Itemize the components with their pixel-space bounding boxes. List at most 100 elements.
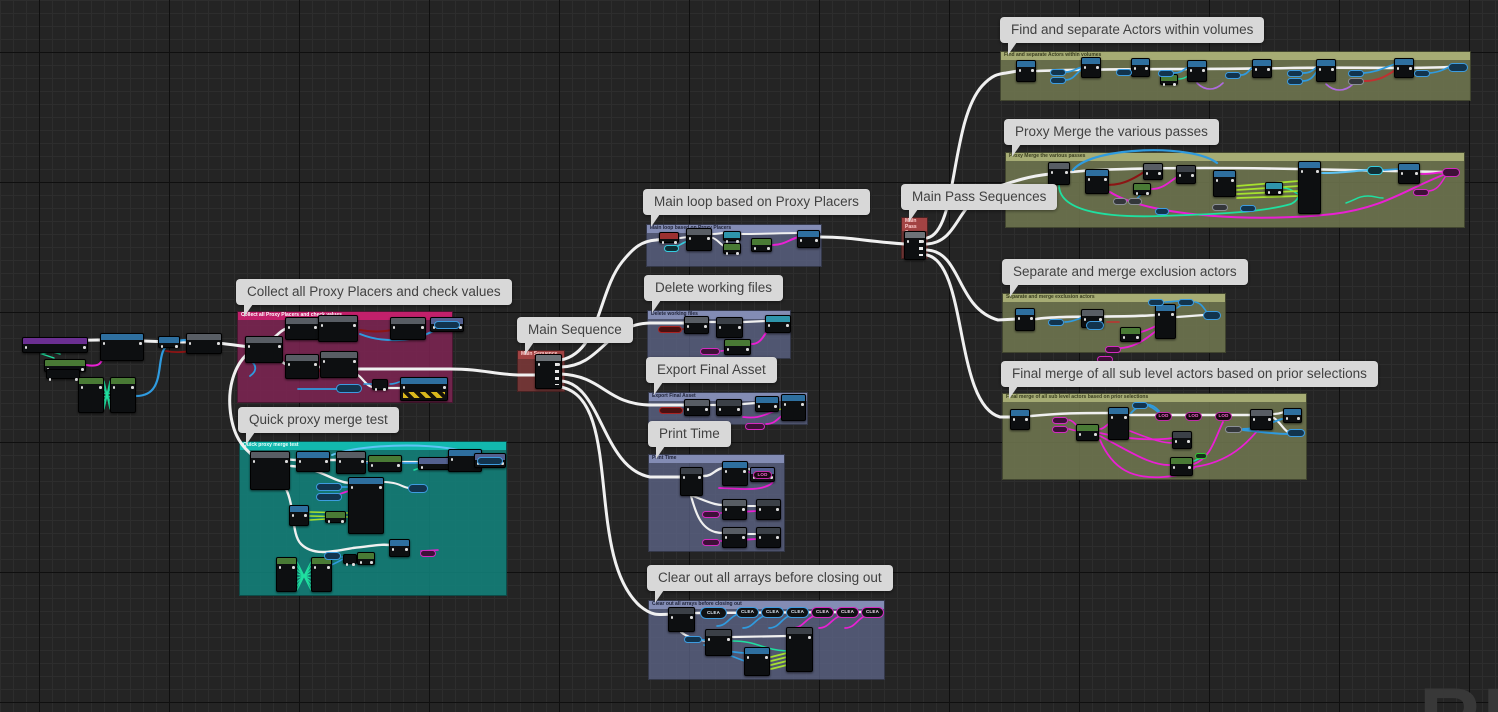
data-wire[interactable] [1236,195,1300,199]
variable-pill-node[interactable] [1195,453,1207,459]
graph-node[interactable] [659,232,679,244]
data-wire[interactable] [1242,429,1289,435]
graph-node[interactable] [285,354,319,379]
graph-node[interactable] [276,557,297,592]
exec-wire[interactable] [691,494,725,507]
data-wire[interactable] [770,652,788,658]
variable-pill-node[interactable] [702,511,720,518]
exec-wire[interactable] [741,232,799,235]
variable-pill-node[interactable] [1052,426,1068,433]
graph-node[interactable] [722,461,748,486]
comment-bubble-print-time[interactable]: Print Time [648,421,731,459]
data-wire[interactable] [1065,66,1083,73]
comment-bubble-quick-proxy-merge[interactable]: Quick proxy merge test [238,407,399,445]
graph-node[interactable] [1398,163,1420,184]
graph-node[interactable] [357,552,375,565]
graph-node[interactable] [343,554,357,566]
data-wire[interactable] [1071,149,1219,172]
variable-pill-node[interactable] [658,326,682,333]
exec-wire[interactable] [1175,313,1206,319]
exec-wire[interactable] [742,319,768,324]
graph-node[interactable] [368,455,402,472]
variable-pill-node[interactable] [1203,311,1221,320]
exec-wire[interactable] [559,385,674,617]
graph-node[interactable] [1394,58,1414,78]
graph-node[interactable] [716,399,742,416]
graph-node[interactable] [1048,162,1070,185]
variable-pill-node[interactable] [1442,168,1460,177]
variable-pill-node[interactable] [1287,70,1303,77]
data-wire[interactable] [732,640,788,652]
graph-node[interactable] [724,339,751,355]
variable-pill-node[interactable] [1225,72,1241,79]
comment-bubble-main-pass-sequences[interactable]: Main Pass Sequences [901,184,1058,222]
graph-node[interactable] [744,647,770,676]
variable-pill-node[interactable] [1116,69,1132,76]
comment-bubble-clear-arrays[interactable]: Clear out all arrays before closing out [647,565,893,603]
graph-node[interactable] [722,499,747,520]
variable-pill-node[interactable]: CLEA [811,607,834,618]
variable-pill-node[interactable] [1367,166,1383,175]
data-wire[interactable] [1325,83,1354,91]
comment-bubble-main-loop[interactable]: Main loop based on Proxy Placers [643,189,870,227]
variable-pill-node[interactable] [1178,299,1194,306]
variable-pill-node[interactable] [336,384,362,393]
node-pins[interactable] [919,240,923,256]
graph-node[interactable] [680,467,703,496]
graph-node[interactable] [1131,58,1150,77]
data-wire[interactable] [1429,66,1450,74]
exec-wire[interactable] [689,494,725,535]
graph-node[interactable] [22,337,88,353]
graph-node[interactable] [325,511,346,523]
variable-pill-node[interactable] [1132,402,1148,409]
graph-node[interactable] [1172,431,1192,449]
variable-pill-node[interactable] [420,550,436,557]
graph-node[interactable] [285,317,319,340]
data-wire[interactable] [1194,301,1207,312]
graph-node[interactable] [245,336,283,363]
data-wire[interactable] [1164,300,1180,303]
graph-node[interactable] [1265,182,1283,195]
graph-node[interactable] [100,333,144,361]
graph-node[interactable] [786,627,813,672]
variable-pill-node[interactable] [1414,70,1430,77]
variable-pill-node[interactable] [324,552,341,560]
variable-pill-node[interactable] [1413,189,1429,196]
graph-node[interactable] [390,317,426,340]
graph-node[interactable] [1252,59,1272,78]
graph-node[interactable] [1015,308,1035,331]
graph-node[interactable] [755,396,779,412]
data-wire[interactable] [1363,68,1398,82]
variable-pill-node[interactable] [702,539,720,546]
graph-node[interactable] [311,557,332,592]
graph-node[interactable] [78,377,104,413]
variable-pill-node[interactable] [408,484,428,493]
data-wire[interactable] [1173,66,1189,74]
variable-pill-node[interactable] [1225,426,1242,433]
comment-bubble-proxy-merge[interactable]: Proxy Merge the various passes [1004,119,1219,157]
sequence-node[interactable] [535,354,562,389]
graph-node[interactable] [296,451,330,472]
graph-node[interactable] [756,527,781,548]
comment-bubble-export-final-asset[interactable]: Export Final Asset [646,357,777,395]
graph-node[interactable] [723,243,741,255]
data-wire[interactable] [1321,169,1369,174]
variable-pill-node[interactable]: LOD [1185,412,1202,421]
variable-pill-node[interactable] [1048,319,1064,326]
graph-node[interactable] [797,230,820,248]
exec-wire[interactable] [1272,416,1290,434]
data-wire[interactable] [1193,428,1260,468]
graph-node[interactable] [1085,169,1109,194]
exec-wire[interactable] [1029,411,1111,418]
exec-wire[interactable] [819,235,907,246]
variable-pill-node[interactable] [1287,429,1305,437]
exec-wire[interactable] [731,634,789,639]
variable-pill-node[interactable]: LOD [1155,412,1172,421]
graph-node[interactable] [1120,327,1141,342]
variable-pill-node[interactable]: CLEA [836,607,859,618]
comment-bubble-final-merge[interactable]: Final merge of all sub level actors base… [1001,361,1378,399]
exec-wire[interactable] [925,253,1014,419]
variable-pill-node[interactable] [1212,204,1228,211]
data-wire[interactable] [1058,184,1300,218]
variable-pill-node[interactable]: CLEA [700,607,727,619]
